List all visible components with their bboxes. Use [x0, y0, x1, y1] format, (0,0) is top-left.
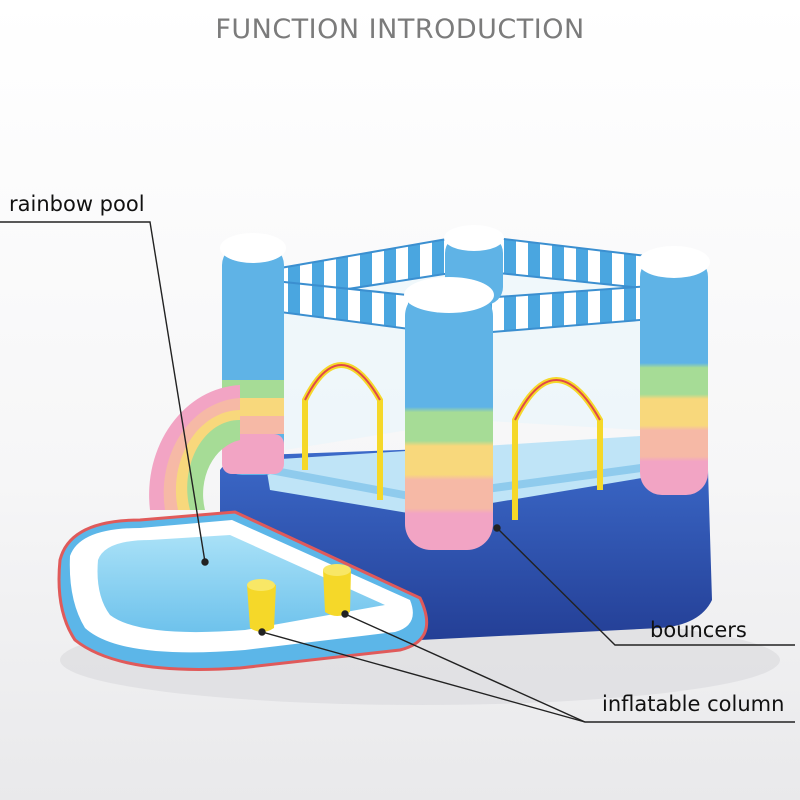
- leader-column-left: [261, 631, 586, 723]
- column-front: [405, 290, 493, 550]
- bouncers-label: bouncers: [650, 618, 747, 642]
- page-title: FUNCTION INTRODUCTION: [215, 14, 585, 45]
- leader-rainbow-pool: [0, 221, 206, 563]
- pool-water: [97, 535, 385, 633]
- rainbow-pool-label: rainbow pool: [9, 192, 145, 216]
- inflatable-column-right: [323, 566, 351, 616]
- inflatable-column-label: inflatable column: [602, 692, 785, 716]
- leader-lines: [0, 221, 795, 723]
- inflatable-column-left: [247, 581, 276, 632]
- column-right: [640, 255, 708, 495]
- leader-column-right: [344, 613, 795, 723]
- leader-bouncers: [496, 527, 795, 646]
